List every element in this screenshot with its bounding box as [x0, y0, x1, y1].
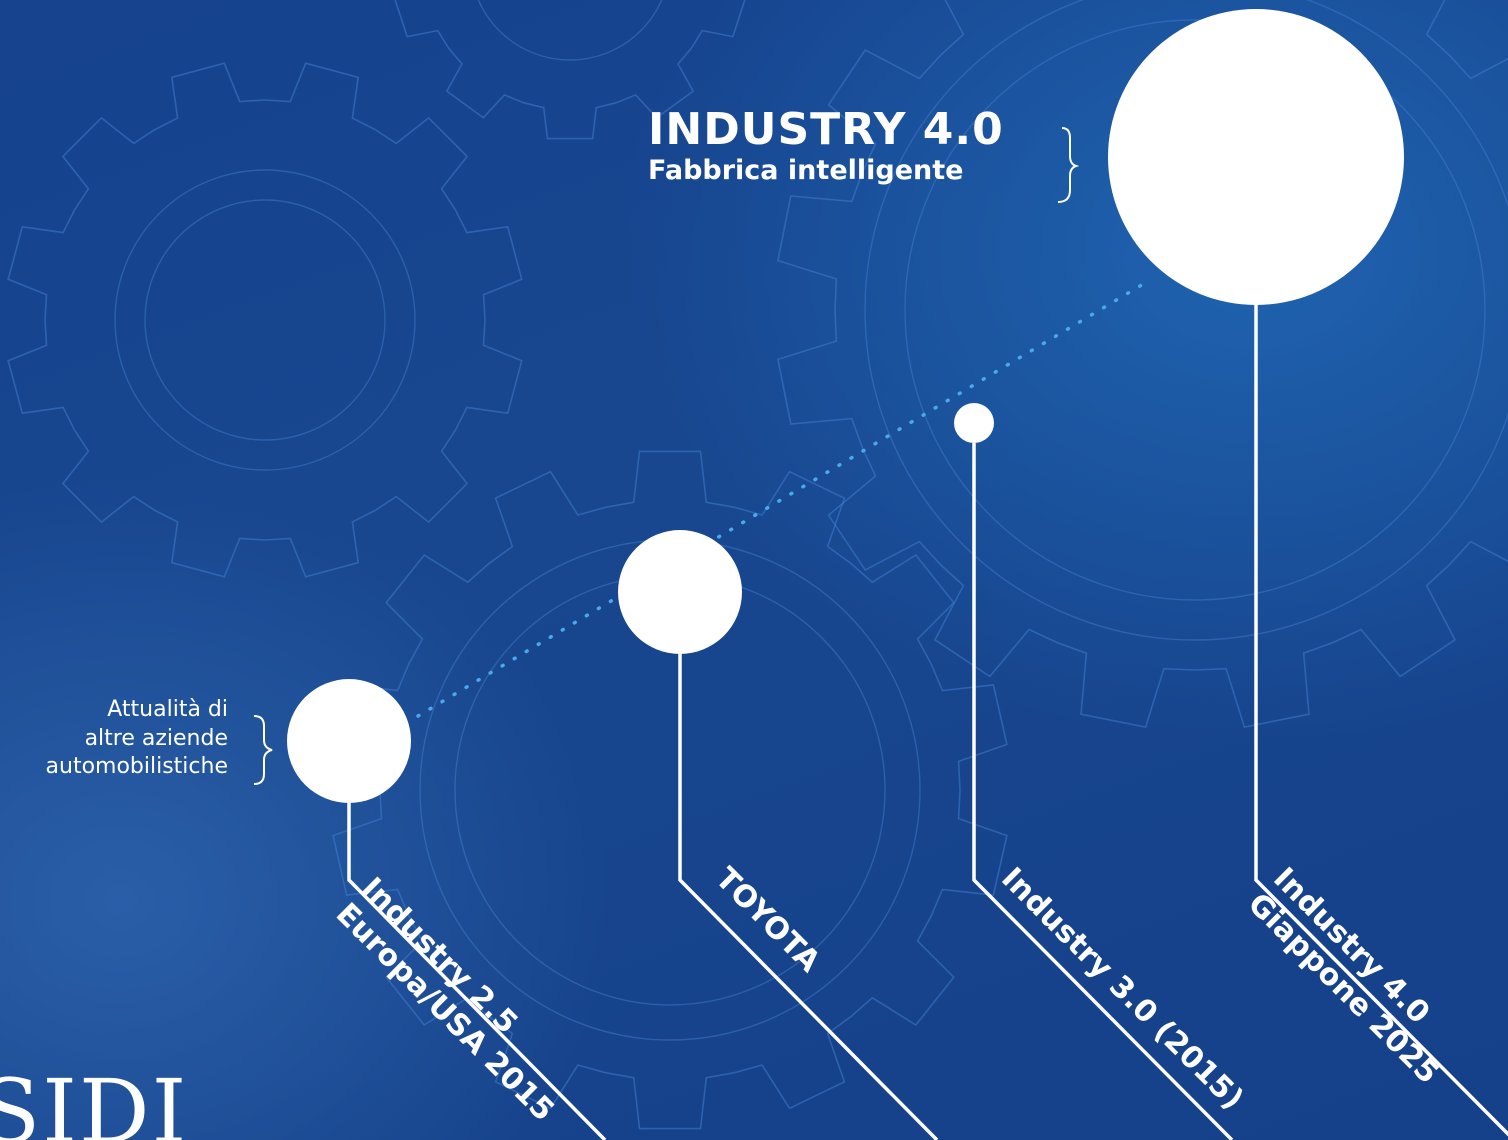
gear-ring: [144, 199, 386, 441]
milestone-stem-line: [678, 654, 939, 1140]
brand-logo-text: SIDI: [0, 1060, 189, 1140]
gear-ring: [477, 0, 663, 61]
milestone-industry-4-0: Industry 4.0Giappone 2025: [1108, 9, 1508, 1137]
milestone-label: Industry 4.0Giappone 2025: [1241, 861, 1471, 1091]
brackets: [253, 127, 1080, 785]
milestone-circle: [618, 530, 742, 654]
gear-icon: [7, 62, 523, 578]
milestone-circle: [954, 403, 994, 443]
milestone-label: TOYOTA: [708, 861, 827, 980]
side-note-line: Attualità di: [107, 697, 228, 722]
milestone-stem-line: [1254, 305, 1508, 1137]
milestone-circle: [287, 679, 411, 803]
milestone-industry-3-0: Industry 3.0 (2015): [954, 403, 1250, 1140]
milestone-industry-2-5: Industry 2.5Europa/USA 2015: [287, 679, 607, 1140]
milestone-toyota: TOYOTA: [618, 530, 939, 1140]
milestone-label: Industry 2.5Europa/USA 2015: [329, 871, 586, 1128]
milestone-label-line: Europa/USA 2015: [329, 896, 561, 1128]
side-note: Attualità di altre aziende automobilisti…: [0, 696, 228, 782]
headline-title: INDUSTRY 4.0: [648, 104, 1004, 155]
dotted-trend-line: [416, 278, 1152, 718]
headline: INDUSTRY 4.0 Fabbrica intelligente: [648, 104, 1004, 186]
gear-icon: [776, 0, 1508, 729]
headline-bracket: [1057, 127, 1080, 203]
gear-icon: [394, 0, 746, 140]
milestone-circle: [1108, 9, 1404, 305]
milestone-stem-line: [347, 803, 607, 1140]
side-note-bracket: [253, 715, 273, 785]
side-note-line: altre aziende: [84, 725, 228, 751]
dotted-connector: [416, 278, 1152, 718]
side-note-line: automobilistiche: [45, 754, 228, 780]
gear-ring: [864, 0, 1508, 641]
milestone-label: Industry 3.0 (2015): [994, 861, 1250, 1117]
milestone-label-line: TOYOTA: [708, 861, 827, 980]
milestone-label-line: Industry 3.0 (2015): [994, 861, 1250, 1117]
gear-ring: [114, 169, 416, 471]
gear-ring: [904, 19, 1486, 601]
headline-subtitle: Fabbrica intelligente: [648, 155, 964, 186]
milestone-stem-line: [972, 443, 1234, 1140]
